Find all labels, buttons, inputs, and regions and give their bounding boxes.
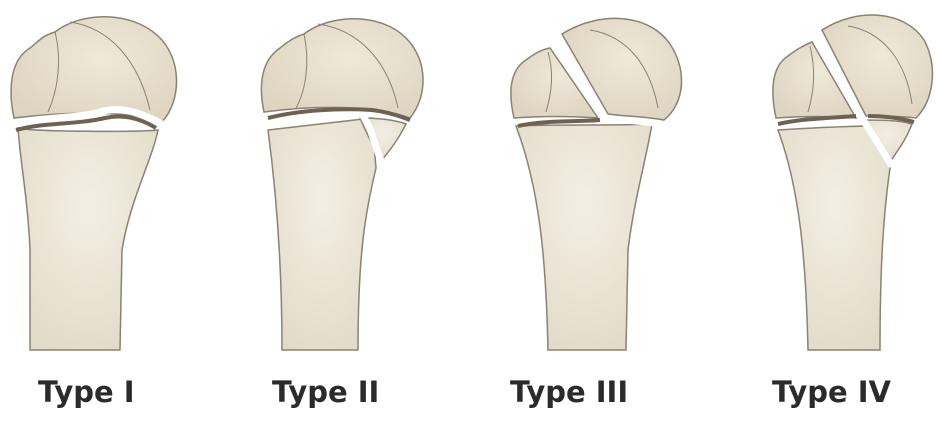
bone-type-3 — [511, 18, 682, 350]
label-type-2: Type II — [272, 378, 379, 407]
shaft-type-2 — [268, 118, 376, 350]
label-type-1: Type I — [38, 378, 135, 407]
label-type-4: Type IV — [772, 378, 891, 407]
bone-type-4 — [773, 15, 933, 350]
shaft-type-1 — [18, 128, 158, 350]
bone-type-2 — [261, 19, 423, 350]
bone-type-1 — [11, 17, 177, 350]
shaft-type-3 — [516, 124, 652, 350]
label-type-3: Type III — [510, 378, 628, 407]
shaft-type-4 — [778, 126, 890, 350]
epiphysis-type-1 — [11, 17, 177, 122]
epiphysis-type-2 — [261, 19, 423, 118]
